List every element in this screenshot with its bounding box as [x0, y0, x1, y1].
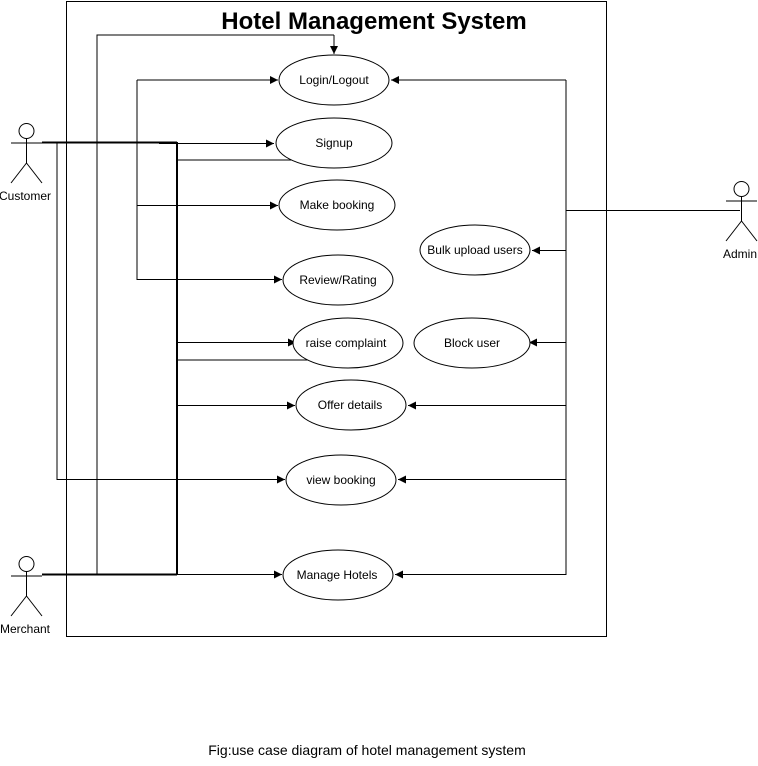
actor-admin-label: Admin	[723, 247, 757, 261]
use-case-offer-details: Offer details	[295, 379, 407, 431]
use-case-view-booking-label: view booking	[306, 473, 375, 487]
use-case-offer-details-label: Offer details	[318, 398, 382, 412]
stick-figure-icon	[10, 123, 43, 184]
diagram-title: Hotel Management System	[221, 8, 526, 35]
stick-figure-icon	[725, 181, 758, 242]
use-case-login-label: Login/Logout	[299, 73, 369, 87]
actor-customer: Customer	[0, 123, 51, 203]
use-case-complaint: raise complaint	[292, 317, 404, 369]
use-case-make-booking-label: Make booking	[300, 198, 375, 212]
actor-customer-label: Customer	[0, 189, 51, 203]
use-case-manage-hotels-label: Manage Hotels	[297, 568, 378, 582]
use-case-view-booking: view booking	[285, 454, 397, 506]
use-case-block-user: Block user	[413, 317, 531, 369]
use-case-make-booking: Make booking	[278, 179, 396, 231]
use-case-block-user-label: Block user	[444, 336, 500, 350]
use-case-bulk-upload: Bulk upload users	[419, 224, 531, 276]
use-case-review: Review/Rating	[282, 254, 394, 306]
stick-figure-icon	[10, 556, 43, 617]
figure-caption: Fig:use case diagram of hotel management…	[208, 742, 526, 758]
use-case-signup-label: Signup	[315, 136, 353, 150]
use-case-review-label: Review/Rating	[299, 273, 376, 287]
use-case-complaint-label: raise complaint	[306, 336, 387, 350]
connectors	[42, 34, 740, 579]
use-case-login: Login/Logout	[278, 54, 390, 106]
actor-admin: Admin	[723, 181, 758, 261]
actor-merchant: Merchant	[0, 556, 51, 636]
use-case-signup: Signup	[275, 117, 393, 169]
use-case-manage-hotels: Manage Hotels	[282, 549, 394, 601]
use-case-bulk-upload-label: Bulk upload users	[427, 243, 522, 257]
actor-merchant-label: Merchant	[0, 622, 51, 636]
system-boundary	[66, 1, 607, 637]
